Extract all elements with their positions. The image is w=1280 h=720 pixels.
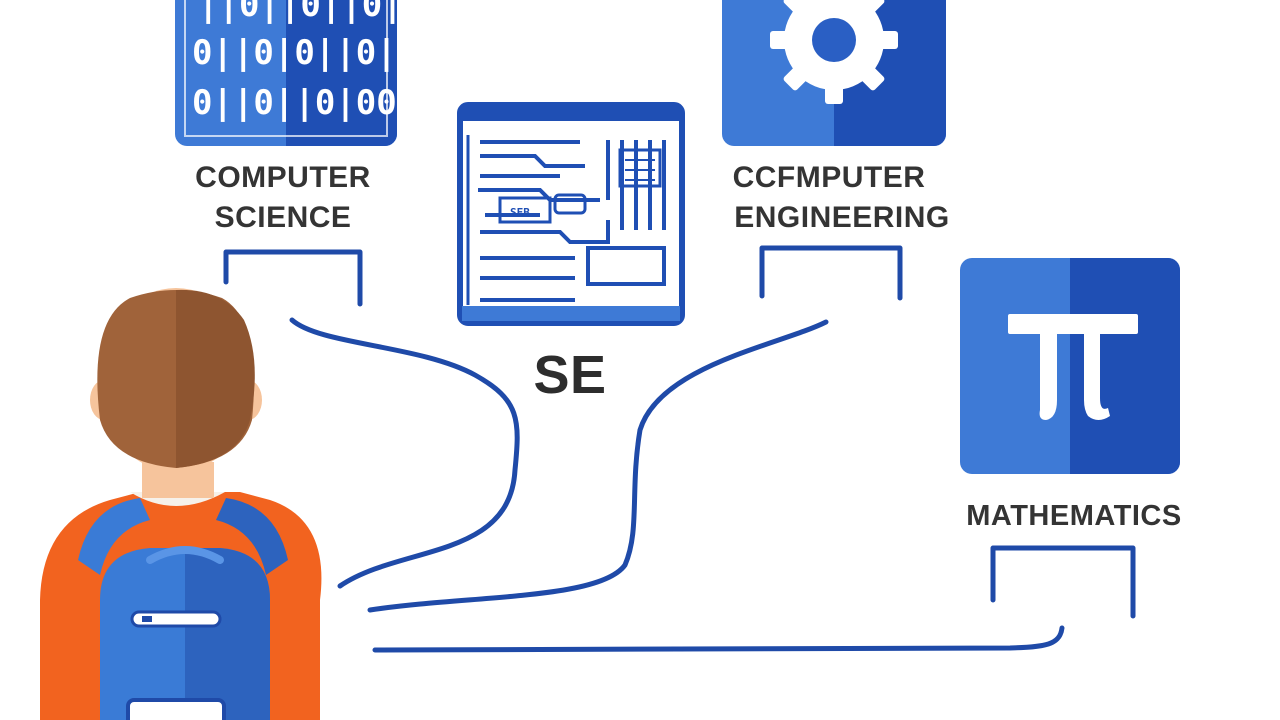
path-to-mathematics (372, 625, 1065, 653)
svg-text:||0||0||0||: ||0||0||0|| (198, 0, 423, 25)
svg-text:0||0|0||0|0: 0||0|0||0|0 (192, 33, 417, 73)
path-to-computer-science (289, 317, 520, 589)
computer-science-label: COMPUTER SCIENCE (195, 161, 371, 234)
circuit-blueprint-icon (466, 135, 666, 305)
pi-icon (1008, 314, 1138, 420)
svg-text:SEB: SEB (510, 206, 530, 219)
gear-icon (770, 0, 898, 104)
mathematics-bracket (990, 545, 1136, 619)
computer-engineering-bracket (759, 245, 903, 301)
software-engineering-label: SE (533, 345, 607, 405)
computer-engineering-label: CCFMPUTER ENGINEERING (732, 161, 950, 234)
computer-science-bracket (223, 249, 363, 307)
svg-text:0||0||0|00: 0||0||0|00 (192, 83, 397, 123)
path-to-computer-engineering (367, 319, 829, 613)
mathematics-label: MATHEMATICS (966, 500, 1182, 532)
binary-code-icon: ||0||0||0|| 0||0|0||0|0 0||0||0|00 (192, 0, 423, 123)
